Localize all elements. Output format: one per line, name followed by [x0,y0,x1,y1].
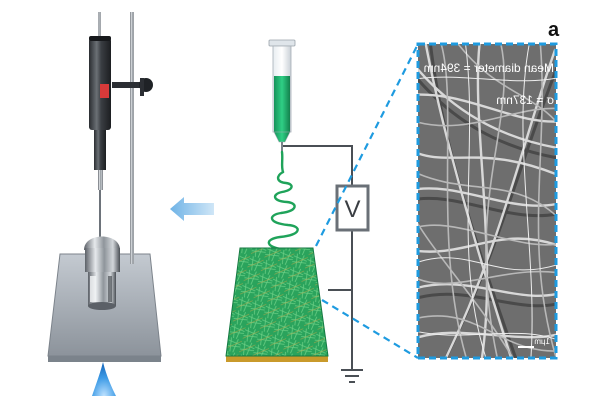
sem-scale-label: 1μm [534,337,550,346]
flame-icon [92,362,116,396]
callout-lines [315,43,419,359]
flow-arrow-icon [170,197,214,221]
syringe-icon [268,39,296,152]
rotating-press-icon [47,12,162,396]
sem-image: Mean diameter = 394nm σ = 137nm 1μm [416,42,558,360]
voltmeter-icon: V [335,184,370,232]
sem-scale-bar [518,346,534,348]
sem-sigma: σ = 137nm [496,93,554,107]
sem-mean-diameter: Mean diameter = 394nm [424,61,554,75]
circuit-wires [283,145,353,370]
voltmeter-label: V [344,196,360,223]
fiber-jet-icon [267,150,299,252]
collector-mat [225,247,329,362]
ground-icon [341,369,363,383]
panel-letter: a [548,19,560,41]
